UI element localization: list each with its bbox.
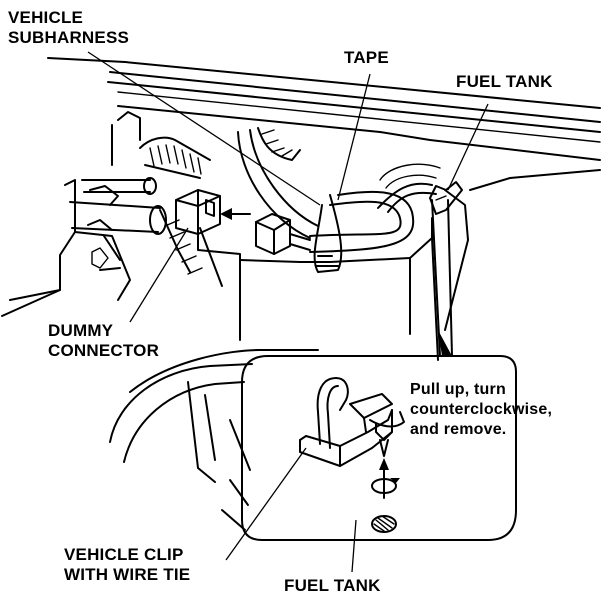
instruction-line-2: counterclockwise, xyxy=(410,401,553,418)
instruction-line-1: Pull up, turn xyxy=(410,381,506,398)
tape-label: TAPE xyxy=(344,48,389,68)
vehicle-clip-label: VEHICLE CLIP WITH WIRE TIE xyxy=(64,545,190,585)
subharness xyxy=(237,129,437,255)
fuel-tank-top-label: FUEL TANK xyxy=(456,72,553,92)
fuel-tank-top-text: FUEL TANK xyxy=(456,72,553,91)
leader-lines xyxy=(87,51,489,573)
fuel-pipes xyxy=(69,177,167,261)
dummy-connector-line-2: CONNECTOR xyxy=(48,341,160,360)
body-panel xyxy=(47,57,601,161)
fuel-tank-body xyxy=(197,163,601,361)
floor-cradle xyxy=(109,349,319,531)
instruction-line-3: and remove. xyxy=(410,421,507,438)
frame-left xyxy=(1,111,141,317)
tape-text: TAPE xyxy=(344,48,389,67)
vehicle-subharness-line-1: VEHICLE xyxy=(8,8,84,27)
corrugated-tube xyxy=(139,127,301,287)
direction-arrow xyxy=(220,208,251,220)
instruction-label: Pull up, turn counterclockwise, and remo… xyxy=(410,380,552,440)
vehicle-subharness-label: VEHICLE SUBHARNESS xyxy=(8,8,129,48)
vehicle-clip-line-2: WITH WIRE TIE xyxy=(64,565,191,584)
dummy-connector-line-1: DUMMY xyxy=(48,321,114,340)
dummy-connector-shape xyxy=(175,189,221,235)
clip-icon xyxy=(225,377,405,561)
vehicle-subharness-line-2: SUBHARNESS xyxy=(8,28,130,47)
tank-clip-small xyxy=(429,181,463,215)
fuel-tank-bottom-text: FUEL TANK xyxy=(284,576,381,595)
fuel-tank-bottom-label: FUEL TANK xyxy=(284,576,381,596)
tape-shape xyxy=(313,194,343,273)
vehicle-clip-line-1: VEHICLE CLIP xyxy=(64,545,184,564)
detail-inset xyxy=(241,199,517,541)
dummy-connector-label: DUMMY CONNECTOR xyxy=(48,321,159,361)
mounting-hole-icon xyxy=(371,515,397,533)
rotate-arrow-icon xyxy=(371,458,400,499)
